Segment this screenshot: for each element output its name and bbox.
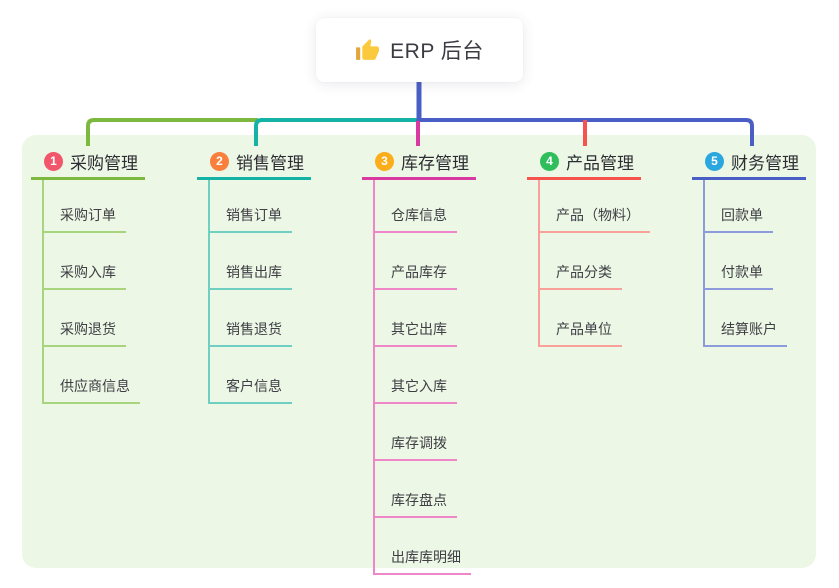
- child-label: 其它入库: [391, 378, 447, 394]
- child-label: 采购退货: [60, 321, 116, 337]
- child-label: 采购入库: [60, 264, 116, 280]
- child-node[interactable]: 采购订单: [44, 180, 126, 233]
- branch-children: 销售订单 销售出库 销售退货 客户信息: [208, 180, 337, 404]
- branch-underline: [31, 177, 145, 180]
- child-node[interactable]: 回款单: [705, 180, 773, 233]
- child-label: 产品单位: [556, 321, 612, 337]
- child-label: 付款单: [721, 264, 763, 280]
- child-node[interactable]: 出库库明细: [375, 518, 471, 575]
- branch-header-product[interactable]: 4 产品管理: [527, 150, 667, 173]
- branch-underline: [527, 177, 641, 180]
- branch-children: 产品（物料） 产品分类 产品单位: [538, 180, 667, 347]
- edge-branch-2: [254, 118, 419, 146]
- child-node[interactable]: 仓库信息: [375, 180, 457, 233]
- thumbs-up-icon: [356, 38, 380, 60]
- child-node[interactable]: 供应商信息: [44, 347, 140, 404]
- child-node[interactable]: 结算账户: [705, 290, 787, 347]
- child-label: 其它出库: [391, 321, 447, 337]
- child-label: 供应商信息: [60, 378, 130, 394]
- child-node[interactable]: 采购入库: [44, 233, 126, 290]
- badge-2: 2: [210, 152, 229, 171]
- branch-header-finance[interactable]: 5 财务管理: [692, 150, 832, 173]
- child-node[interactable]: 库存调拨: [375, 404, 457, 461]
- child-label: 客户信息: [226, 378, 282, 394]
- child-label: 回款单: [721, 207, 763, 223]
- child-node[interactable]: 库存盘点: [375, 461, 457, 518]
- child-node[interactable]: 其它入库: [375, 347, 457, 404]
- branch-label: 采购管理: [70, 154, 138, 173]
- edge-branch-1: [86, 118, 258, 146]
- branch-sales: 2 销售管理 销售订单 销售出库 销售退货 客户信息: [197, 150, 337, 404]
- child-label: 采购订单: [60, 207, 116, 223]
- child-label: 产品库存: [391, 264, 447, 280]
- badge-5: 5: [705, 152, 724, 171]
- child-node[interactable]: 客户信息: [210, 347, 292, 404]
- edge-branch-5: [419, 118, 754, 146]
- branches-panel: [22, 135, 816, 568]
- child-node[interactable]: 销售退货: [210, 290, 292, 347]
- child-label: 销售订单: [226, 207, 282, 223]
- child-node[interactable]: 付款单: [705, 233, 773, 290]
- branch-header-sales[interactable]: 2 销售管理: [197, 150, 337, 173]
- child-node[interactable]: 销售订单: [210, 180, 292, 233]
- child-node[interactable]: 产品库存: [375, 233, 457, 290]
- child-label: 库存盘点: [391, 492, 447, 508]
- child-label: 库存调拨: [391, 435, 447, 451]
- child-label: 产品分类: [556, 264, 612, 280]
- branch-header-inventory[interactable]: 3 库存管理: [362, 150, 502, 173]
- branch-underline: [197, 177, 311, 180]
- child-label: 产品（物料）: [556, 207, 640, 223]
- child-label: 销售出库: [226, 264, 282, 280]
- branch-label: 库存管理: [401, 154, 469, 173]
- branch-children: 仓库信息 产品库存 其它出库 其它入库 库存调拨 库存盘点 出库库明细: [373, 180, 502, 575]
- branch-underline: [362, 177, 476, 180]
- branch-label: 财务管理: [731, 154, 799, 173]
- child-label: 出库库明细: [391, 549, 461, 565]
- child-node[interactable]: 其它出库: [375, 290, 457, 347]
- child-node[interactable]: 采购退货: [44, 290, 126, 347]
- branch-children: 采购订单 采购入库 采购退货 供应商信息: [42, 180, 171, 404]
- child-node[interactable]: 销售出库: [210, 233, 292, 290]
- branch-label: 产品管理: [566, 154, 634, 173]
- child-label: 仓库信息: [391, 207, 447, 223]
- branch-children: 回款单 付款单 结算账户: [703, 180, 832, 347]
- root-title: ERP 后台: [390, 40, 484, 63]
- branch-label: 销售管理: [236, 154, 304, 173]
- branch-inventory: 3 库存管理 仓库信息 产品库存 其它出库 其它入库 库存调拨 库存盘点 出库库…: [362, 150, 502, 575]
- branch-header-purchase[interactable]: 1 采购管理: [31, 150, 171, 173]
- child-label: 结算账户: [721, 321, 777, 337]
- connector-lines: [86, 82, 754, 146]
- branch-product: 4 产品管理 产品（物料） 产品分类 产品单位: [527, 150, 667, 347]
- branch-purchase: 1 采购管理 采购订单 采购入库 采购退货 供应商信息: [31, 150, 171, 404]
- child-node[interactable]: 产品分类: [540, 233, 622, 290]
- child-label: 销售退货: [226, 321, 282, 337]
- branch-finance: 5 财务管理 回款单 付款单 结算账户: [692, 150, 832, 347]
- child-node[interactable]: 产品（物料）: [540, 180, 650, 233]
- child-node[interactable]: 产品单位: [540, 290, 622, 347]
- badge-1: 1: [44, 152, 63, 171]
- badge-3: 3: [375, 152, 394, 171]
- badge-4: 4: [540, 152, 559, 171]
- branch-underline: [692, 177, 806, 180]
- root-node[interactable]: ERP 后台: [316, 18, 523, 82]
